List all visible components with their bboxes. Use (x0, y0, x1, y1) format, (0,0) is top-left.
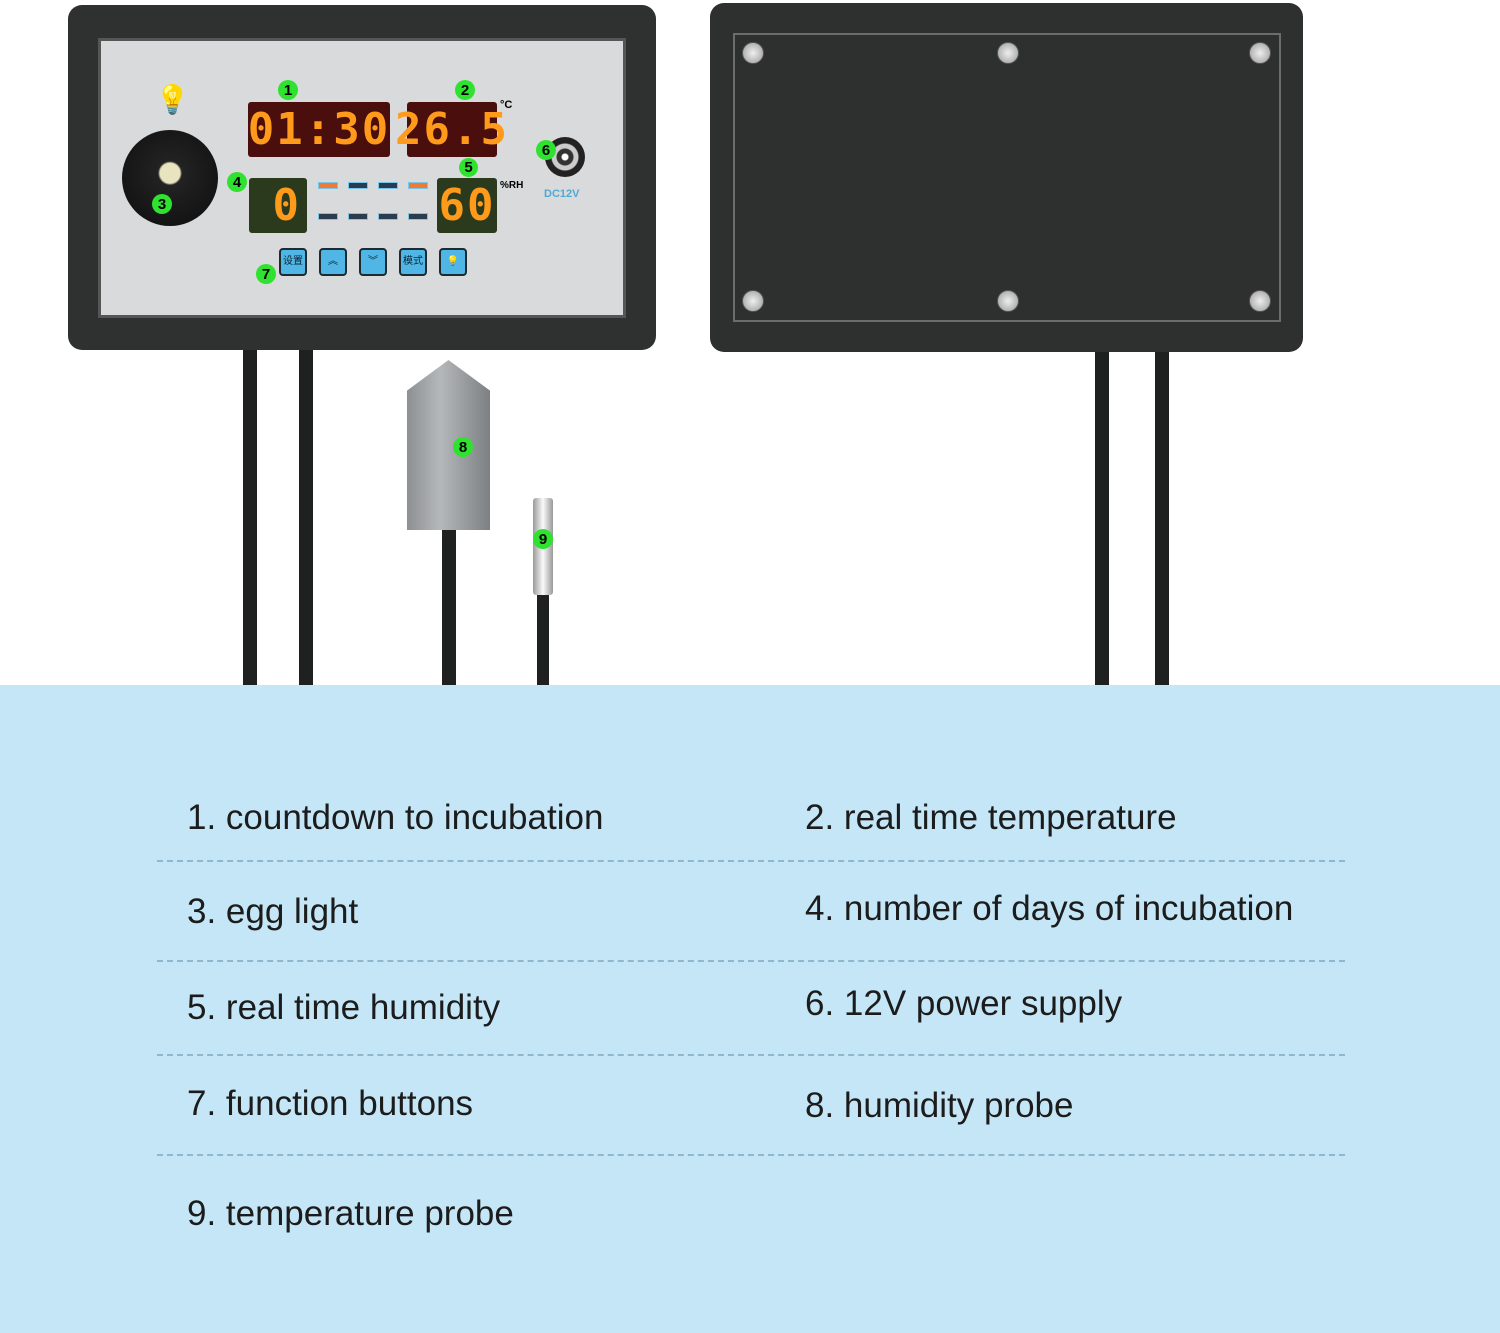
up-button[interactable]: ︽ (319, 248, 347, 276)
light-bulb-icon: 💡 (155, 84, 190, 115)
divider (157, 1154, 1345, 1156)
legend-item: 3. egg light (187, 892, 359, 931)
cable (1155, 320, 1169, 685)
legend-item: 6. 12V power supply (805, 984, 1123, 1023)
indicator-light (408, 213, 428, 220)
cable (243, 345, 257, 685)
badge-6: 6 (536, 140, 556, 160)
humidity-probe (407, 360, 490, 530)
back-cover (733, 33, 1281, 322)
legend-item: 5. real time humidity (187, 988, 501, 1027)
divider (157, 860, 1345, 862)
countdown-display: 01:30 (248, 102, 390, 157)
indicator-row (318, 182, 428, 189)
screw-icon (1249, 42, 1271, 64)
cable (299, 345, 313, 685)
indicator-light (408, 182, 428, 189)
temperature-unit: °C (500, 99, 513, 111)
indicator-light (318, 182, 338, 189)
indicator-light (348, 182, 368, 189)
legend-item: 1. countdown to incubation (187, 798, 604, 837)
indicator-light (318, 213, 338, 220)
badge-3: 3 (152, 194, 172, 214)
cable (1095, 320, 1109, 685)
temperature-display: 26.5 (395, 102, 507, 157)
divider (157, 960, 1345, 962)
light-button[interactable]: 💡 (439, 248, 467, 276)
days-display: 0 (249, 178, 307, 233)
legend-item: 7. function buttons (187, 1084, 474, 1123)
cable (537, 590, 549, 685)
screw-icon (997, 42, 1019, 64)
screw-icon (1249, 290, 1271, 312)
egg-light-lamp (122, 130, 218, 226)
screw-icon (742, 42, 764, 64)
legend-panel (0, 685, 1500, 1333)
humidity-display: 60 (437, 178, 497, 233)
power-label: DC12V (544, 188, 580, 200)
screw-icon (997, 290, 1019, 312)
indicator-light (378, 182, 398, 189)
indicator-light (378, 213, 398, 220)
legend-item: 2. real time temperature (805, 798, 1177, 837)
down-button[interactable]: ︾ (359, 248, 387, 276)
badge-1: 1 (278, 80, 298, 100)
screw-icon (742, 290, 764, 312)
indicator-row (318, 213, 428, 220)
badge-9: 9 (533, 529, 553, 549)
divider (157, 1054, 1345, 1056)
badge-2: 2 (455, 80, 475, 100)
mode-button[interactable]: 模式 (399, 248, 427, 276)
badge-8: 8 (453, 437, 473, 457)
indicator-light (348, 213, 368, 220)
badge-7: 7 (256, 264, 276, 284)
badge-4: 4 (227, 172, 247, 192)
humidity-unit: %RH (500, 180, 524, 191)
badge-5: 5 (459, 158, 478, 177)
legend-item: 8. humidity probe (805, 1086, 1074, 1125)
legend-item: 9. temperature probe (187, 1194, 514, 1233)
legend-item: 4. number of days of incubation (805, 889, 1294, 928)
set-button[interactable]: 设置 (279, 248, 307, 276)
cable (442, 530, 456, 685)
